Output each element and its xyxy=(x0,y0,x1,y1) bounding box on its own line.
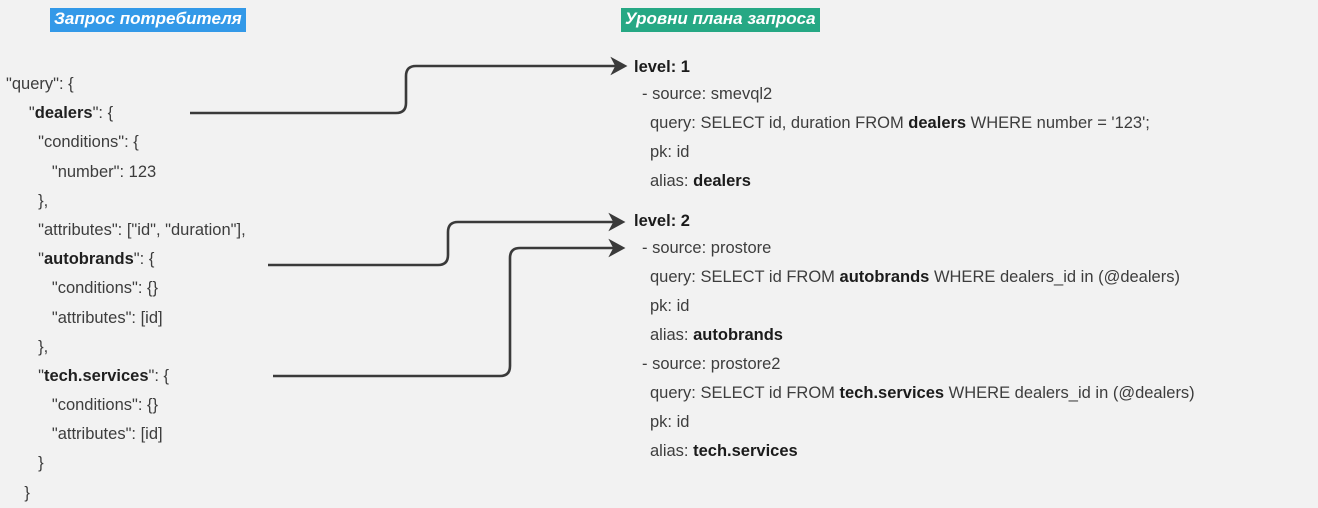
consumer-query-line: "dealers": { xyxy=(6,104,114,123)
consumer-query-line: "query": { xyxy=(6,75,74,93)
consumer-query-json: "query": { "dealers": { "conditions": { … xyxy=(6,70,406,508)
plan-source-line: - source: prostore xyxy=(642,239,772,257)
plan-source-line: - source: prostore2 xyxy=(642,355,781,373)
plan-level-heading: level: 1 xyxy=(634,58,690,76)
plan-source-group: - source: smevql2 query: SELECT id, durat… xyxy=(634,80,1318,196)
consumer-query-line: "tech.services": { xyxy=(6,366,170,385)
consumer-query-line: "attributes": [id] xyxy=(6,425,163,444)
plan-source-line: pk: id xyxy=(650,413,690,431)
plan-source-line: alias: autobrands xyxy=(650,326,783,344)
plan-source-line: query: SELECT id FROM tech.services WHER… xyxy=(650,384,1195,402)
consumer-query-title: Запрос потребителя xyxy=(50,8,246,32)
plan-source-group: - source: prostore2 query: SELECT id FROM… xyxy=(634,350,1318,466)
plan-level-heading: level: 2 xyxy=(634,212,690,230)
consumer-query-line: "conditions": {} xyxy=(6,279,159,298)
level-spacer xyxy=(634,196,1318,208)
plan-source-line: query: SELECT id FROM autobrands WHERE d… xyxy=(650,268,1180,286)
consumer-query-line: } xyxy=(6,454,44,473)
plan-source-line: pk: id xyxy=(650,143,690,161)
consumer-query-line: "attributes": [id] xyxy=(6,308,163,327)
consumer-query-line: "number": 123 xyxy=(6,162,157,181)
consumer-query-line: "attributes": ["id", "duration"], xyxy=(6,220,246,239)
plan-source-line: - source: smevql2 xyxy=(642,85,773,103)
plan-source-line: query: SELECT id, duration FROM dealers … xyxy=(650,114,1150,132)
consumer-query-line: } xyxy=(6,483,30,502)
plan-level-block: level: 1 - source: smevql2 query: SELECT i… xyxy=(634,54,1318,196)
consumer-query-line: "conditions": { xyxy=(6,133,139,152)
plan-source-line: alias: tech.services xyxy=(650,442,798,460)
query-plan-levels-list: level: 1 - source: smevql2 query: SELECT i… xyxy=(634,54,1318,466)
consumer-query-line: "autobrands": { xyxy=(6,250,155,269)
plan-source-line: alias: dealers xyxy=(650,172,751,190)
plan-source-group: - source: prostore query: SELECT id FROM … xyxy=(634,234,1318,350)
query-plan-levels-title: Уровни плана запроса xyxy=(621,8,820,32)
consumer-query-line: "conditions": {} xyxy=(6,396,159,415)
plan-level-block: level: 2 - source: prostore query: SELECT … xyxy=(634,208,1318,466)
consumer-query-line: }, xyxy=(6,337,49,356)
consumer-query-line: }, xyxy=(6,191,49,210)
plan-source-line: pk: id xyxy=(650,297,690,315)
